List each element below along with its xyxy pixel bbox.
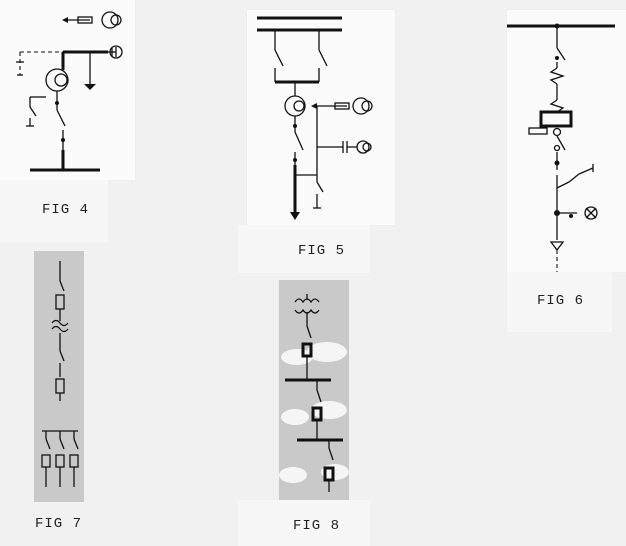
- fig8-diagram: [279, 294, 349, 492]
- fig4-panel: [0, 0, 135, 180]
- fig6-diagram: [507, 23, 615, 272]
- fig4-diagram: [16, 11, 123, 172]
- fig5-caption: FIG 5: [298, 243, 346, 259]
- fig6-panel: [507, 10, 626, 272]
- fig8-caption: FIG 8: [293, 518, 341, 534]
- fig4-caption-box: [0, 180, 108, 242]
- fig5-caption-box: [238, 225, 370, 273]
- fig4-caption: FIG 4: [42, 202, 90, 218]
- fig6-caption-box: [507, 272, 612, 332]
- fig7-caption: FIG 7: [35, 516, 83, 532]
- fig5-diagram: [257, 16, 373, 220]
- fig8-panel: [279, 280, 349, 500]
- fig8-caption-box: [238, 500, 370, 546]
- fig6-caption: FIG 6: [537, 293, 585, 309]
- fig7-diagram: [41, 261, 79, 487]
